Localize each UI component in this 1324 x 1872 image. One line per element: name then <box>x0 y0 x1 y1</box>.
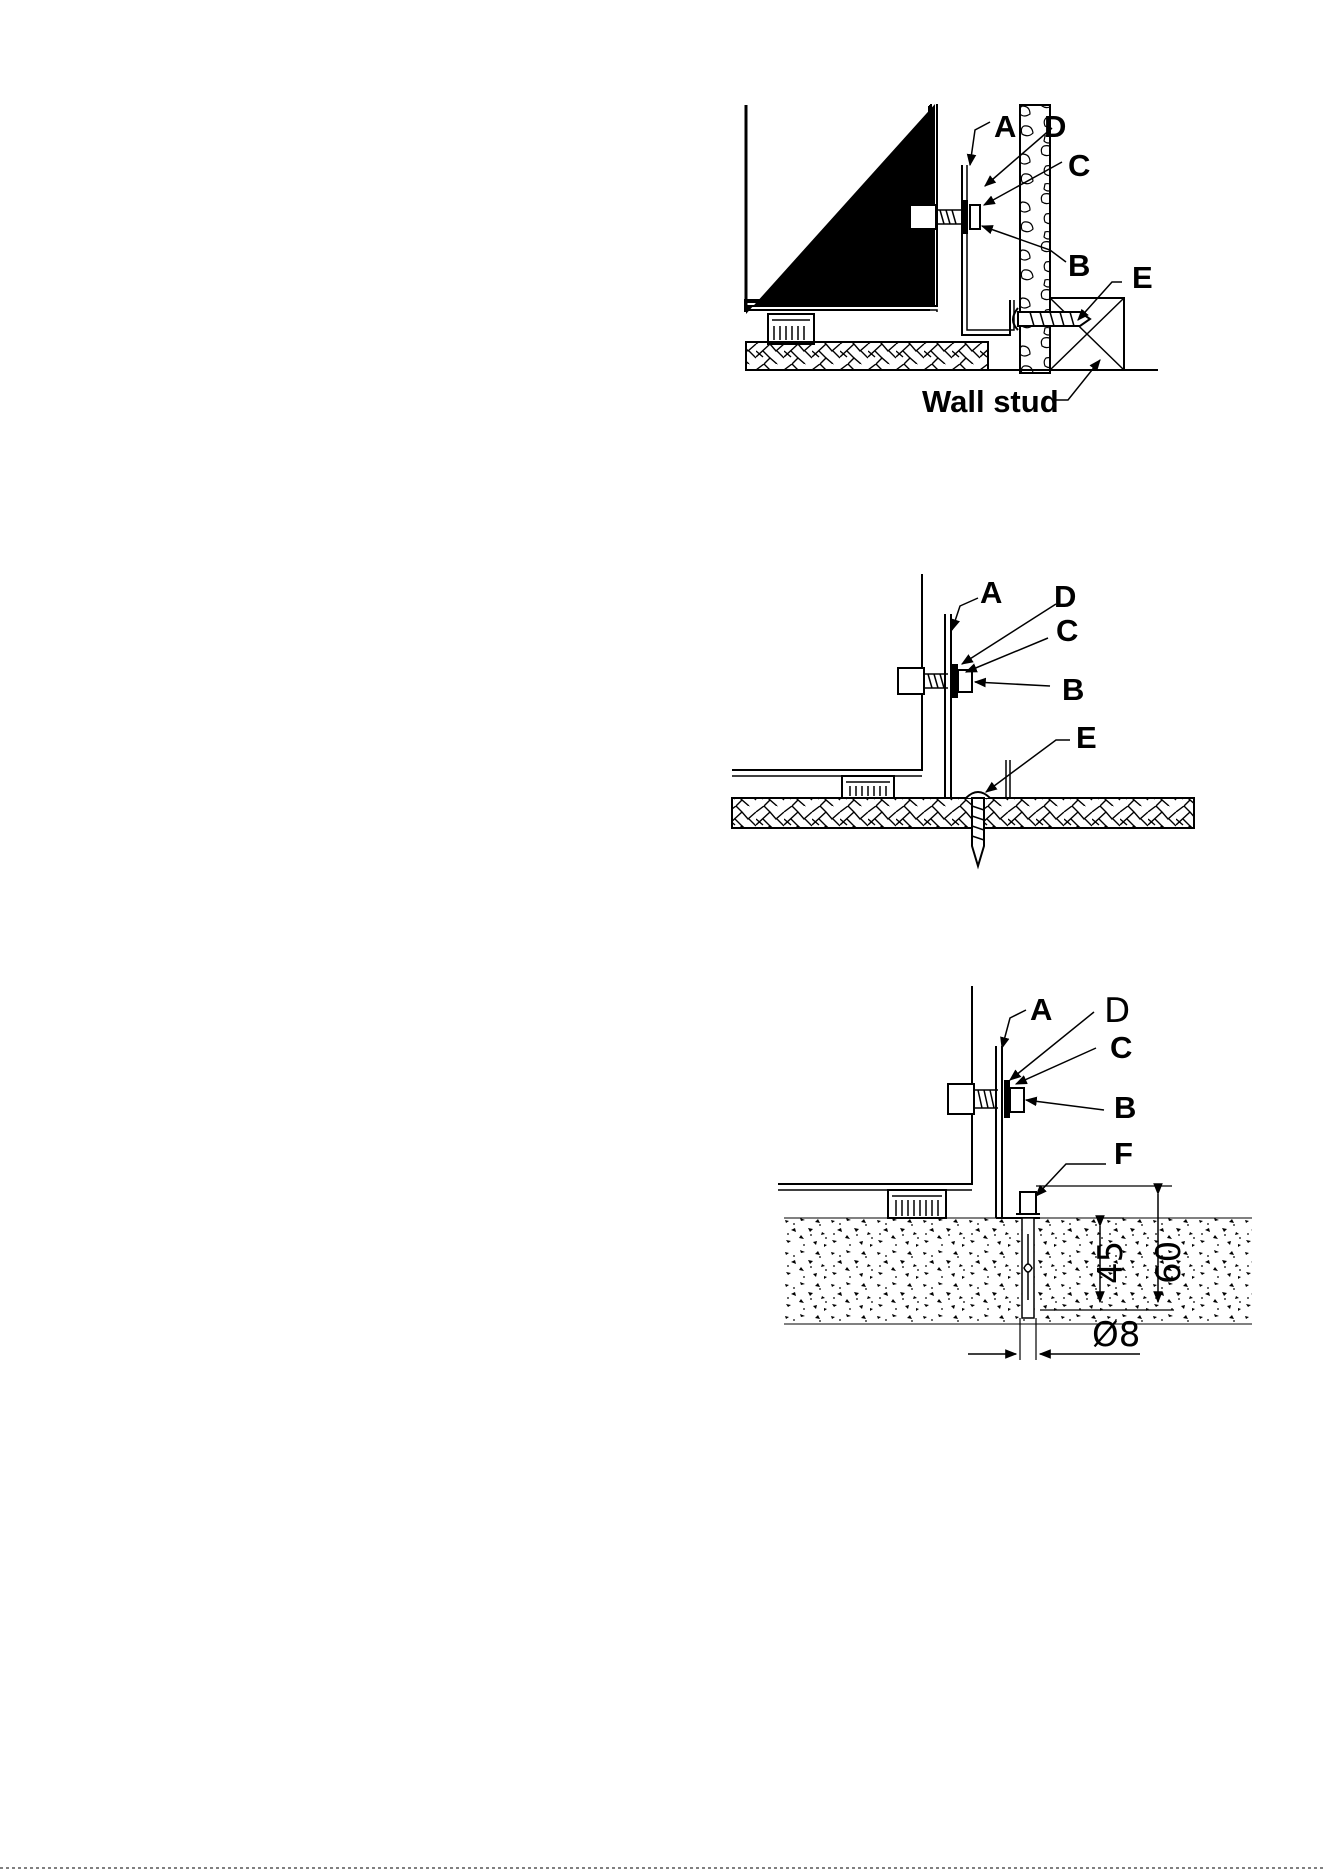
diagram-wood-floor: A D C B E <box>732 574 1194 866</box>
label-a: A <box>980 575 1002 610</box>
diagram-concrete-floor: 45 60 Ø8 A D C B F <box>778 986 1252 1360</box>
label-d: D <box>1044 109 1066 144</box>
label-f: F <box>1114 1136 1133 1171</box>
dimension-45: 45 <box>1091 1241 1131 1284</box>
label-c: C <box>1056 613 1078 648</box>
label-a: A <box>1030 992 1052 1027</box>
label-e: E <box>1132 260 1153 295</box>
label-b: B <box>1114 1090 1136 1125</box>
label-e: E <box>1076 720 1097 755</box>
label-b: B <box>1062 672 1084 707</box>
diagram-wall-stud: A D C B E Wall stud <box>745 104 1158 419</box>
label-c: C <box>1110 1030 1132 1065</box>
dimension-diameter: Ø8 <box>1092 1315 1140 1355</box>
dimension-60: 60 <box>1149 1241 1189 1284</box>
label-wall-stud: Wall stud <box>922 384 1059 419</box>
label-d: D <box>1104 991 1130 1031</box>
label-c: C <box>1068 148 1090 183</box>
label-b: B <box>1068 248 1090 283</box>
label-d: D <box>1054 579 1076 614</box>
label-a: A <box>994 109 1016 144</box>
